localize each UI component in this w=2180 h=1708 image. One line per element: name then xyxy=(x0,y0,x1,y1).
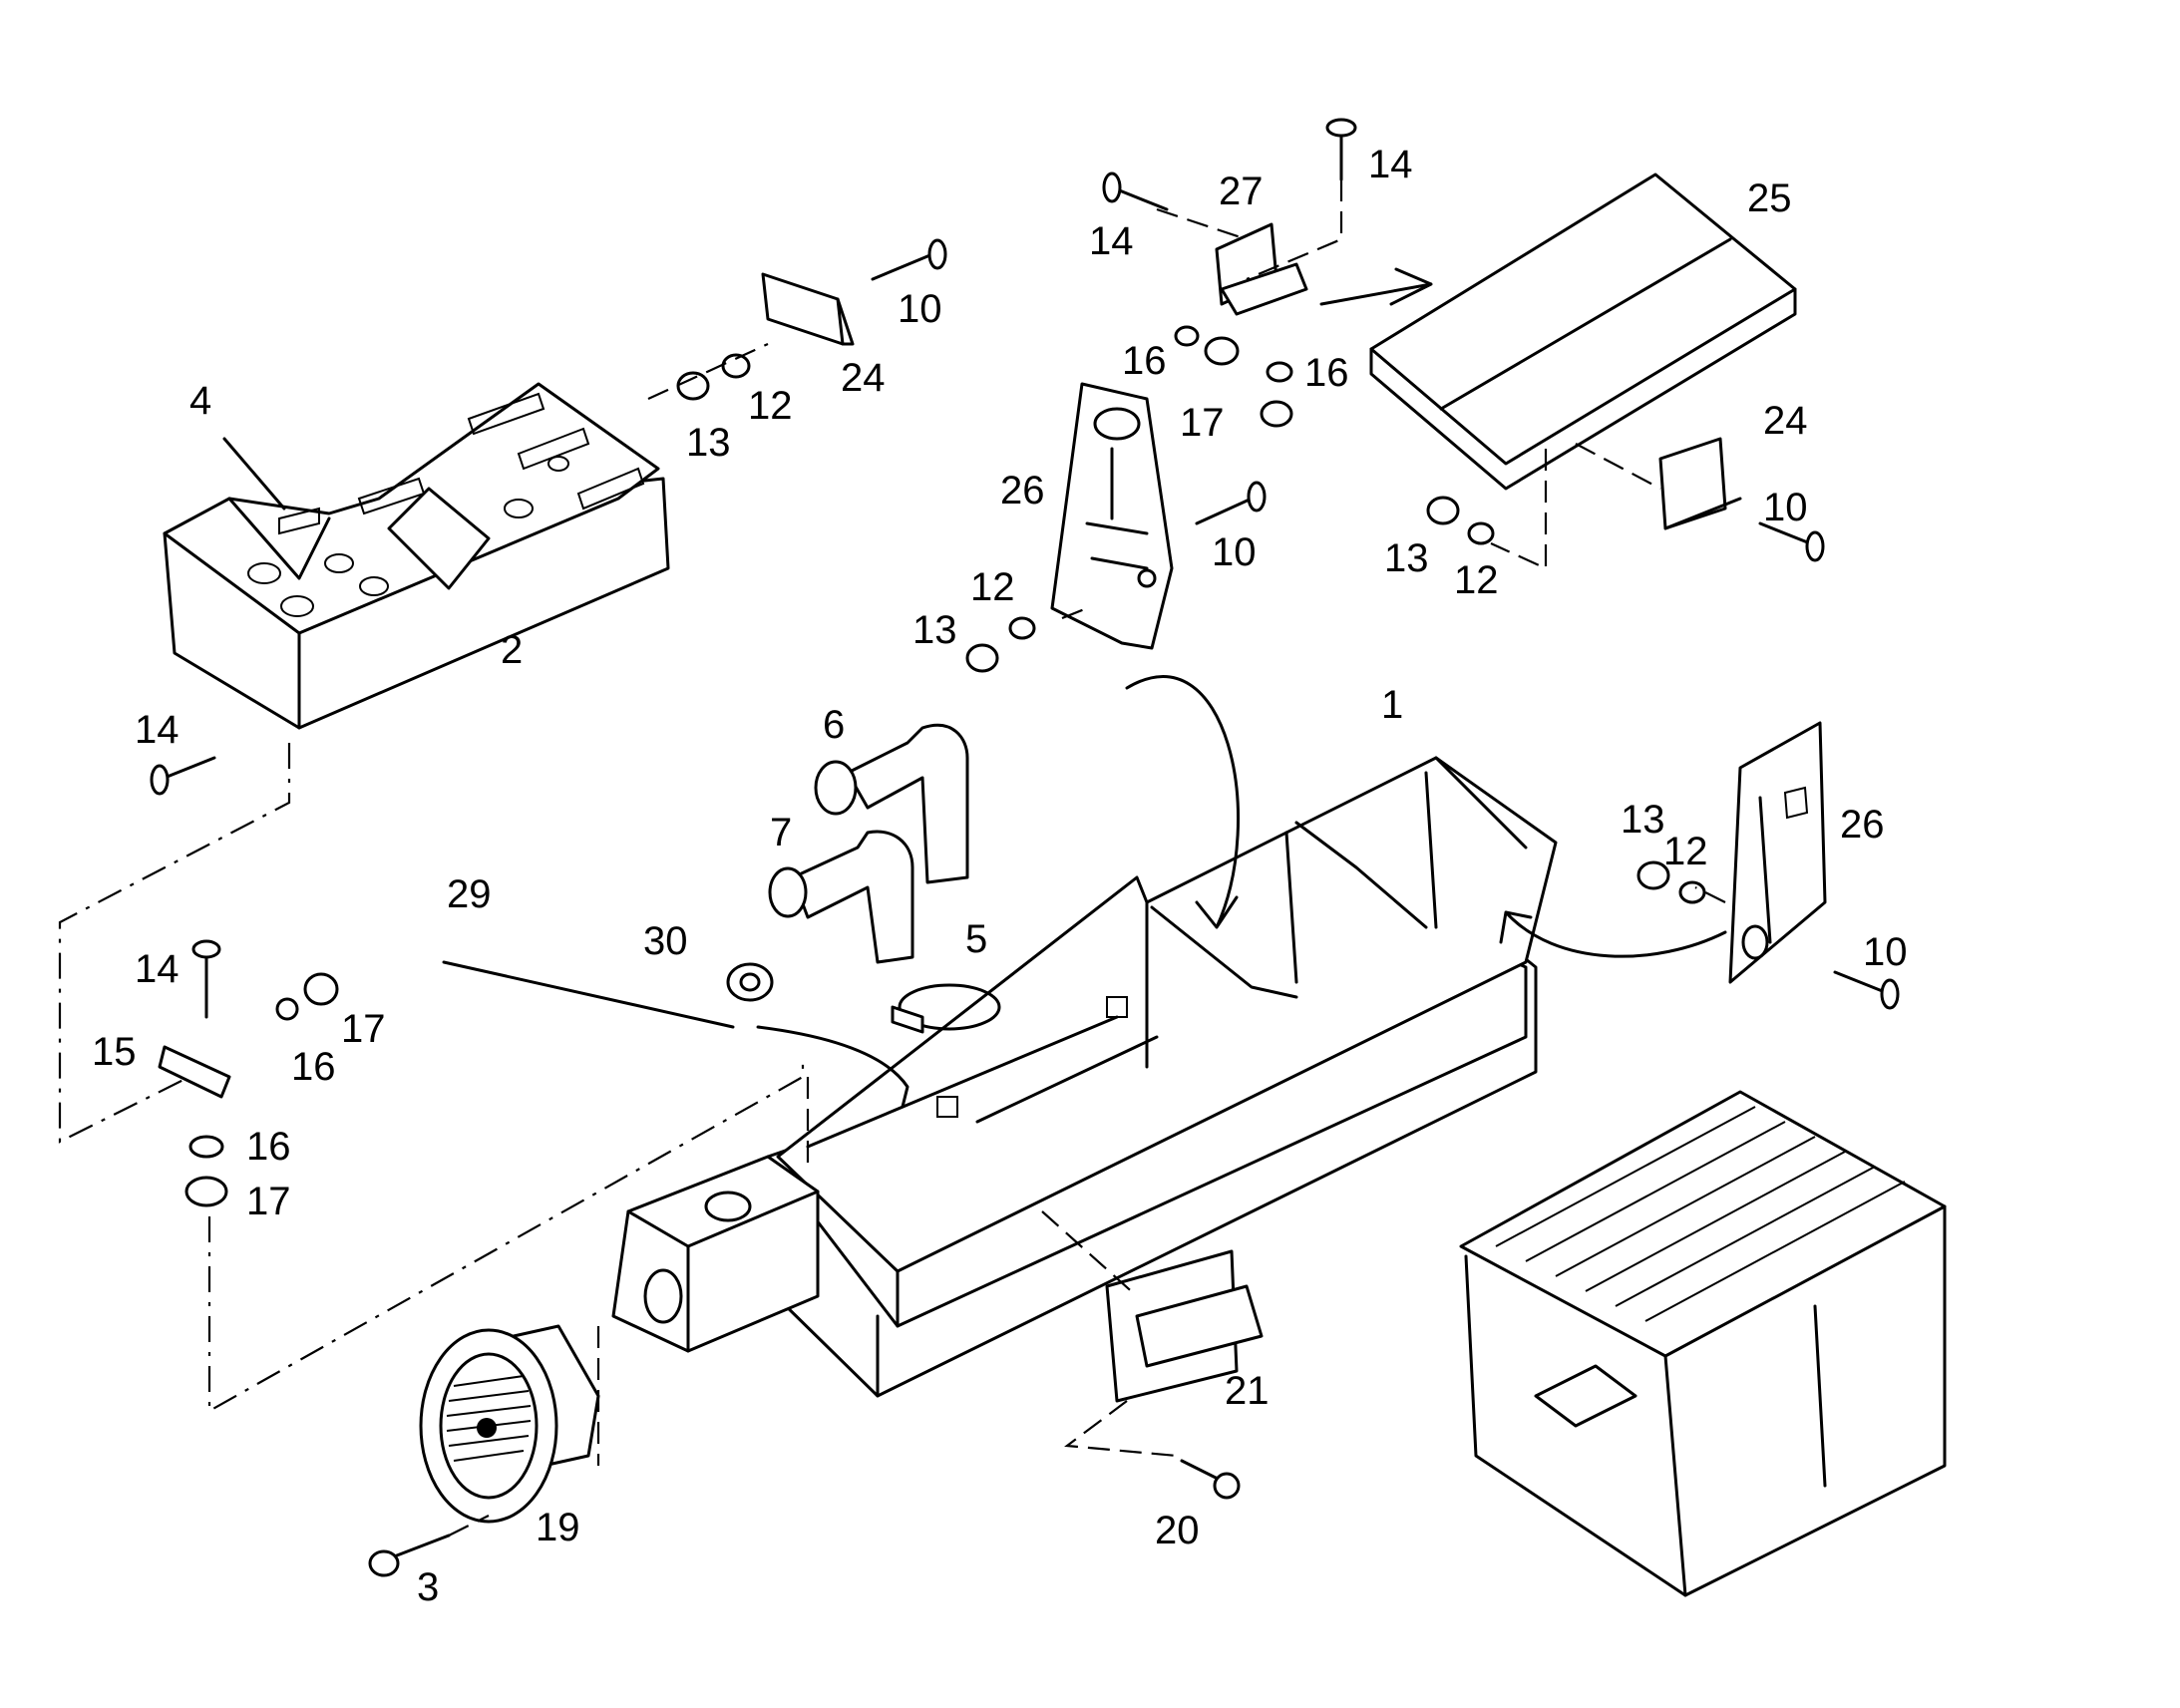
callout-14-d: 14 xyxy=(135,947,180,991)
cab-overview xyxy=(1459,1090,1947,1597)
callout-10-d: 10 xyxy=(1863,930,1908,974)
callout-14-c: 14 xyxy=(135,708,180,752)
callout-12-d: 12 xyxy=(1663,830,1708,873)
nut-part-13-center xyxy=(965,643,999,673)
callout-5: 5 xyxy=(965,917,987,961)
bracket-part-24-left xyxy=(761,272,855,346)
callout-labels: 1 2 3 4 5 6 7 10 10 10 10 12 12 12 12 13… xyxy=(92,143,1908,1609)
console-housing-part-1 xyxy=(766,756,1558,1398)
cover-part-25 xyxy=(1369,172,1797,491)
callout-10-a: 10 xyxy=(898,287,942,331)
screw-part-14-left xyxy=(150,756,216,796)
nut-part-17-lower xyxy=(184,1176,228,1207)
callout-15: 15 xyxy=(92,1030,137,1074)
callout-1: 1 xyxy=(1381,683,1403,727)
hinge-part-27 xyxy=(1215,222,1308,316)
callout-12-c: 12 xyxy=(1454,558,1499,602)
control-panel-part-2 xyxy=(163,382,670,730)
callout-3: 3 xyxy=(417,1565,439,1609)
callout-21: 21 xyxy=(1225,1369,1270,1413)
callout-13-d: 13 xyxy=(1621,798,1665,842)
callout-19: 19 xyxy=(536,1506,580,1549)
assembly-leader-lines xyxy=(58,179,1726,1537)
nut-part-13-right xyxy=(1426,496,1460,525)
leader-line-part-4 xyxy=(222,437,286,511)
callout-16-c: 16 xyxy=(291,1045,336,1089)
grommet-part-30 xyxy=(726,962,774,1002)
nut-part-17-a xyxy=(1204,336,1240,366)
washer-part-16-lower xyxy=(188,1135,224,1159)
screw-part-10-right-top xyxy=(1758,521,1825,562)
nut-part-13-right-lower xyxy=(1636,860,1670,890)
callout-25: 25 xyxy=(1747,176,1792,220)
screw-part-14-top xyxy=(1325,118,1357,181)
callout-24-a: 24 xyxy=(841,356,886,400)
fan-motor-part-19 xyxy=(419,1324,600,1524)
hose-part-7 xyxy=(768,830,914,964)
callout-7: 7 xyxy=(770,811,792,854)
callout-26-a: 26 xyxy=(1000,469,1045,512)
washer-part-12-left xyxy=(721,353,751,379)
callout-16-d: 16 xyxy=(246,1125,291,1169)
direction-arrow xyxy=(1319,267,1433,306)
screw-part-10-top-left xyxy=(871,238,947,281)
screw-part-14-bracket xyxy=(191,939,221,1019)
callout-30: 30 xyxy=(643,919,688,963)
washer-part-16-b xyxy=(1266,361,1293,383)
callout-17-b: 17 xyxy=(341,1007,386,1051)
bracket-part-24-right xyxy=(1658,437,1742,530)
callout-4: 4 xyxy=(189,379,211,423)
washer-part-12-right xyxy=(1467,521,1495,545)
callout-14-b: 14 xyxy=(1089,219,1134,263)
insertion-arrow-center xyxy=(1125,675,1241,929)
bracket-part-15 xyxy=(158,1045,231,1099)
hose-clamp-part-5 xyxy=(891,983,1001,1034)
washer-part-12-center xyxy=(1008,616,1036,640)
nut-part-13-left xyxy=(676,371,710,401)
callout-27: 27 xyxy=(1219,170,1264,213)
screw-part-3 xyxy=(368,1534,451,1577)
insertion-arrow-right xyxy=(1499,910,1727,958)
washer-part-16-bracket xyxy=(275,997,299,1021)
latch-part-26-right xyxy=(1728,721,1827,984)
latch-part-26-center xyxy=(1050,382,1174,650)
callout-12-a: 12 xyxy=(748,384,793,428)
screw-part-14-hinge xyxy=(1102,171,1169,211)
callout-6: 6 xyxy=(823,703,845,747)
callout-10-b: 10 xyxy=(1212,530,1257,574)
screw-part-10-right xyxy=(1833,970,1900,1010)
screw-part-20 xyxy=(1180,1459,1241,1500)
callout-10-c: 10 xyxy=(1763,486,1808,529)
callout-14-a: 14 xyxy=(1368,143,1413,186)
callout-16-b: 16 xyxy=(1304,351,1349,395)
rod-part-29 xyxy=(442,960,735,1029)
rod-hook xyxy=(756,1025,909,1109)
callout-24-b: 24 xyxy=(1763,399,1808,443)
nut-part-17-bracket xyxy=(303,972,339,1006)
nut-part-17-b xyxy=(1260,400,1293,428)
callout-2: 2 xyxy=(501,628,523,672)
callout-13-c: 13 xyxy=(1384,536,1429,580)
callout-13-b: 13 xyxy=(912,608,957,652)
callout-17-c: 17 xyxy=(246,1180,291,1223)
hose-part-6 xyxy=(814,723,969,884)
washer-part-12-right-lower xyxy=(1678,880,1706,904)
callout-29: 29 xyxy=(447,872,492,916)
callout-17-a: 17 xyxy=(1180,401,1225,445)
callout-12-b: 12 xyxy=(970,565,1015,609)
vent-grille-part-21 xyxy=(1105,1249,1264,1403)
callout-26-b: 26 xyxy=(1840,803,1885,847)
callout-13-a: 13 xyxy=(686,421,731,465)
washer-part-16-a xyxy=(1174,325,1200,347)
motor-box xyxy=(611,1155,820,1353)
screw-part-10-center xyxy=(1195,481,1267,525)
callout-20: 20 xyxy=(1155,1509,1200,1552)
callout-16-a: 16 xyxy=(1122,339,1167,383)
